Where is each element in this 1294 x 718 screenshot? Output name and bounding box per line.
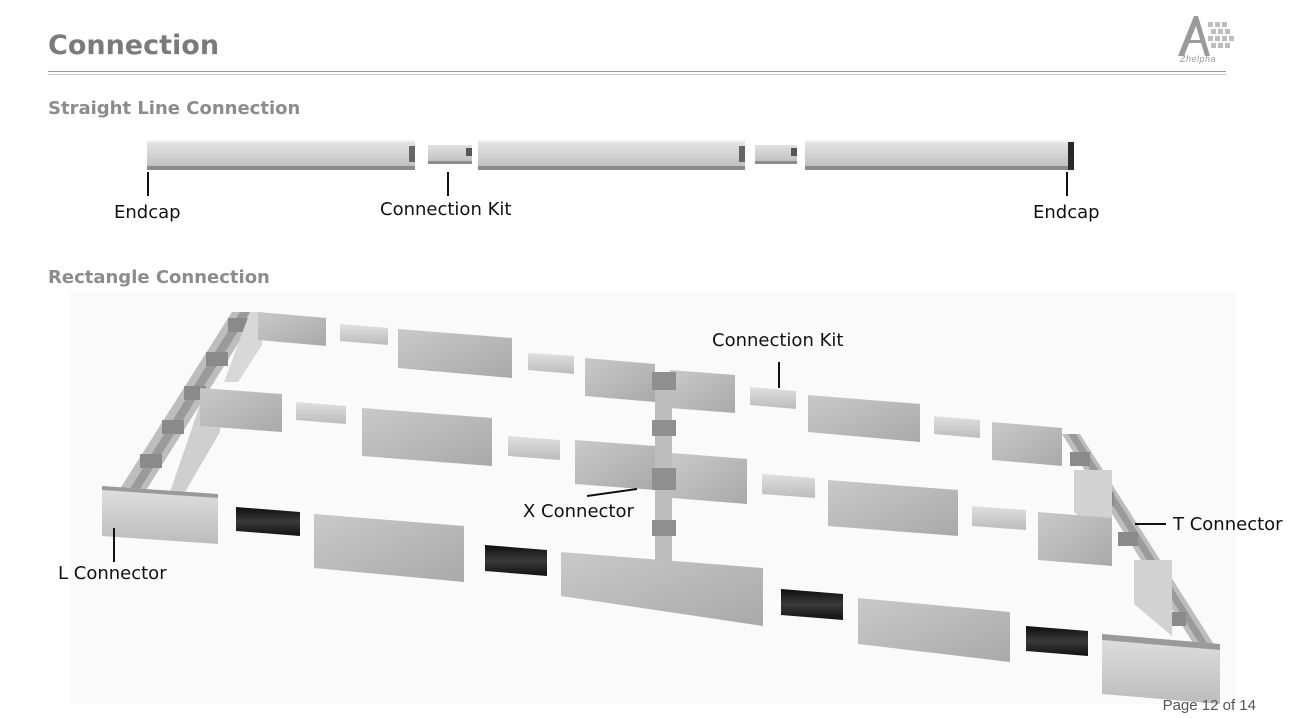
profile-bar-2 (478, 140, 745, 170)
front-row (102, 486, 1220, 704)
label-l-connector: L Connector (58, 563, 167, 584)
right-rail (1062, 434, 1220, 654)
profile-bar-3 (805, 140, 1074, 170)
page-number: Page 12 of 14 (1162, 697, 1256, 714)
connection-kit-piece-2 (755, 145, 797, 164)
connection-kit-piece-1 (428, 145, 472, 164)
section-heading-straight: Straight Line Connection (48, 98, 301, 119)
center-spine (652, 372, 676, 570)
profile-bar-1 (147, 140, 415, 170)
label-endcap-left: Endcap (114, 202, 181, 223)
title-divider (48, 71, 1226, 76)
label-endcap-right: Endcap (1033, 202, 1100, 223)
label-t-connector: T Connector (1173, 514, 1283, 535)
leader-x-connector (586, 488, 638, 497)
section-heading-rectangle: Rectangle Connection (48, 267, 270, 288)
rectangle-diagram (70, 292, 1236, 704)
back-row (258, 312, 1062, 466)
middle-row (200, 388, 1112, 566)
label-x-connector: X Connector (523, 501, 634, 522)
page-title: Connection (48, 30, 220, 61)
brand-logo-text: Zhelpha (1180, 54, 1217, 64)
brand-logo-icon (1178, 16, 1234, 56)
label-rect-connection-kit: Connection Kit (712, 330, 844, 351)
label-connection-kit: Connection Kit (380, 199, 512, 220)
straight-line-diagram (147, 140, 1074, 196)
